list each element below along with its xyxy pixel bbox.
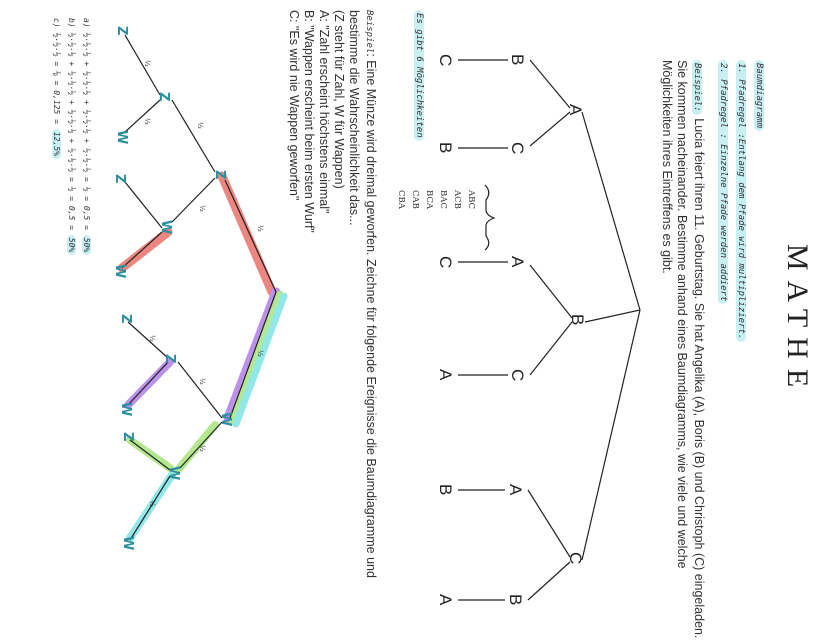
tree1-node: B: [568, 314, 587, 325]
answer-result: 12,5%: [52, 128, 61, 159]
text-line: Möglichkeiten ihres Eintreffens es gibt.: [660, 60, 674, 274]
tree2-node: Z: [120, 432, 135, 441]
example1-text: Beispiel: Lucia feiert ihren 11. Geburts…: [659, 60, 706, 638]
page-title: MATHE: [781, 243, 814, 398]
probability-label: ½: [198, 205, 206, 212]
possibilities-label: Es gibt 6 Möglichkeiten: [414, 10, 424, 141]
tree2-node: Z: [156, 92, 171, 101]
path-highlight-red: [217, 171, 277, 297]
answer-result: 50%: [67, 234, 76, 256]
answer-label: c): [52, 18, 61, 28]
tree1-node: A: [436, 594, 455, 606]
probability-label: ½: [196, 122, 204, 129]
text-line: A: "Zahl erscheint höchstens einmal": [317, 10, 331, 214]
tree2-node: W: [158, 220, 173, 234]
text-line: Lucia feiert ihren 11. Geburtstag. Sie h…: [692, 118, 706, 639]
example2-text: Beispiel: Eine Münze wird dreimal geworf…: [286, 10, 378, 578]
rule-2: 2. Pfadregel : Einzelne Pfade werden add…: [718, 60, 728, 305]
tree2-node: W: [166, 466, 181, 480]
tree1-node: A: [506, 484, 525, 496]
tree2-node: Z: [212, 170, 227, 179]
heading-baumdiagramm: Baumdiagramm: [754, 60, 764, 132]
answer-a: a) ½·½·½ + ½·½·½ + ½·½·½ + ½·½·½ = ½ = 0…: [82, 18, 91, 256]
tree1-node: B: [506, 594, 525, 605]
text-line: C: "Es wird nie Wappen geworfen": [287, 10, 301, 201]
probability-label: ½: [198, 378, 206, 385]
permutation: BAC: [438, 190, 448, 209]
rule-1: 1. Pfadregel :Entlang dem Pfade wird mul…: [736, 60, 746, 343]
tree1-node: A: [436, 369, 455, 381]
answer-label: a): [82, 18, 91, 28]
tree2-node: W: [114, 130, 129, 144]
probability-label: ½: [256, 225, 264, 232]
tree1-node: C: [566, 552, 585, 564]
answer-result: 50%: [82, 234, 91, 256]
answer-expression: ½·½·½ = ⅛ = 0,125 =: [52, 32, 61, 129]
probability-label: ½: [198, 445, 206, 452]
tree1-node: C: [436, 256, 455, 268]
text-line: bestimme die Wahrscheinlichkeit das...: [347, 10, 361, 226]
path-highlight-green: [228, 290, 284, 426]
probability-label: ½: [143, 60, 151, 67]
permutation: ABC: [466, 190, 476, 210]
tree1-node: C: [508, 369, 527, 381]
tree2-node: W: [218, 412, 233, 426]
tree1-edges: [458, 59, 641, 601]
tree2-node: Z: [118, 314, 133, 323]
example2-label: Beispiel: [364, 10, 374, 54]
answer-expression: ½·½·½ + ½·½·½ + ½·½·½ + ½·½·½ = ½ = 0,5 …: [82, 32, 91, 235]
probability-label: ½: [148, 335, 156, 342]
path-highlight-green: [174, 421, 219, 474]
permutation-list: ABC ACB BAC BCA CAB CBA: [394, 190, 478, 209]
answer-expression: ½·½·½ + ½·½·½ + ½·½·½ + ½·½·½ = ½ = 0,5 …: [67, 32, 76, 235]
tree1-node: A: [566, 104, 585, 116]
tree1-node: C: [436, 54, 455, 66]
tree2-node: Z: [162, 354, 177, 363]
text-line: B: "Wappen erscheint beim ersten Wurf": [302, 10, 316, 233]
answer-b: b) ½·½·½ + ½·½·½ + ½·½·½ + ½·½·½ = ½ = 0…: [67, 18, 76, 256]
answer-label: b): [67, 18, 76, 28]
brace: [484, 184, 496, 251]
tree1-node: B: [436, 142, 455, 153]
text-line: (Z steht für Zahl, W für Wappen): [332, 10, 346, 189]
tree2-node: W: [112, 264, 127, 278]
text-line: : Eine Münze wird dreimal geworfen. Zeic…: [364, 53, 378, 578]
probability-label: ½: [143, 118, 151, 125]
tree1-node: A: [508, 256, 527, 268]
tree1-node: B: [436, 484, 455, 495]
tree1-node: B: [508, 54, 527, 65]
permutation: ACB: [452, 190, 462, 209]
answer-c: c) ½·½·½ = ⅛ = 0,125 = 12,5%: [52, 18, 61, 159]
permutation: CBA: [396, 190, 406, 209]
tree2-edges: [121, 34, 277, 541]
probability-label: ½: [256, 350, 264, 357]
path-highlight-red: [117, 227, 173, 273]
permutation: BCA: [424, 190, 434, 210]
probability-label: ½: [148, 500, 156, 507]
tree2-node: W: [118, 402, 133, 416]
example1-label: Beispiel:: [692, 60, 702, 115]
tree2-node: Z: [112, 174, 127, 183]
path-highlight-cyan: [232, 292, 288, 428]
text-line: Sie kommen nacheinander. Bestimme anhand…: [675, 60, 689, 569]
permutation: CAB: [410, 190, 420, 209]
tree1-node: C: [508, 142, 527, 154]
tree2-node: W: [120, 536, 135, 550]
tree2-node: Z: [114, 26, 129, 35]
